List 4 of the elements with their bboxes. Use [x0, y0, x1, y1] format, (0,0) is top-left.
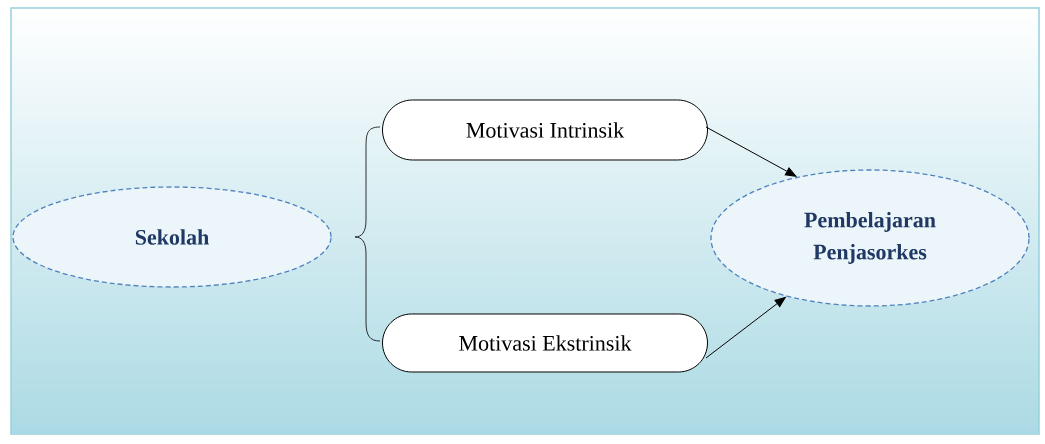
rounded-box: Motivasi Intrinsik: [382, 99, 708, 161]
rounded-box: Motivasi Ekstrinsik: [382, 313, 708, 373]
arrow: [705, 296, 786, 359]
arrow: [705, 126, 797, 177]
